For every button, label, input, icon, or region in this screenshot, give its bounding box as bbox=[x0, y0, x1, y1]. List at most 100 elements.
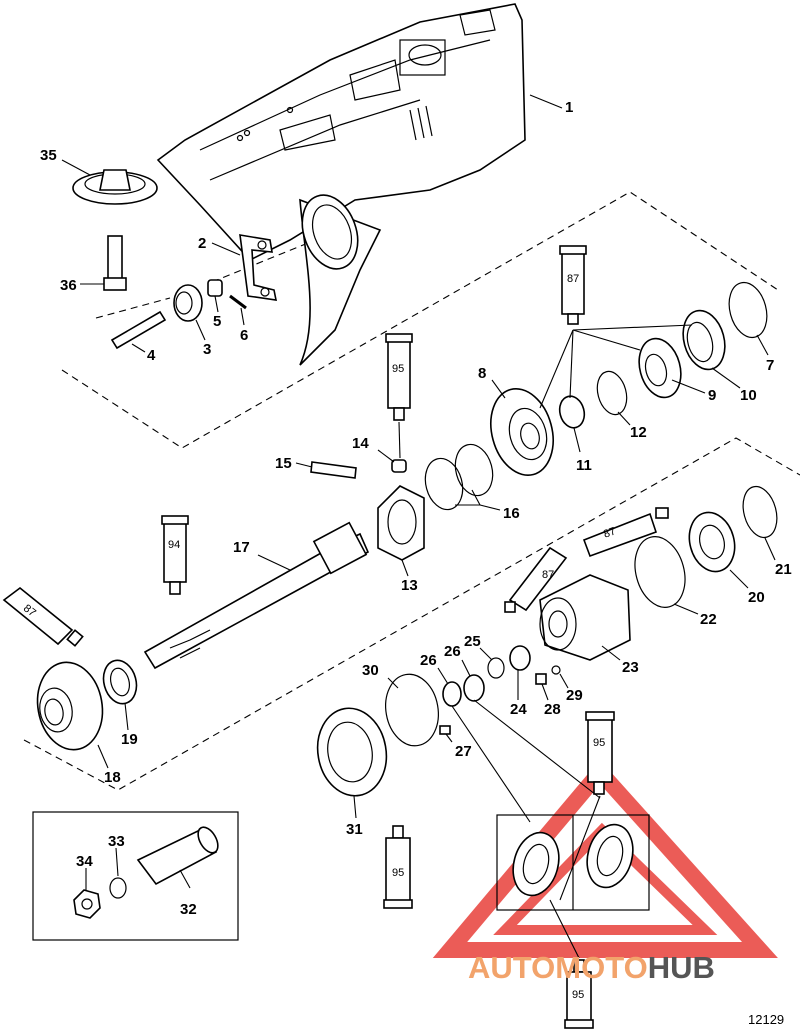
bushing-14 bbox=[377, 449, 407, 473]
callout-label: 31 bbox=[346, 821, 363, 838]
callout-label: 15 bbox=[275, 455, 292, 472]
callout-label: 28 bbox=[544, 701, 561, 718]
tube-label: 87 bbox=[542, 569, 554, 581]
reverse-gear-18 bbox=[36, 661, 109, 769]
forward-gear-8 bbox=[490, 379, 554, 477]
ring-21 bbox=[742, 485, 778, 561]
tube-label: 94 bbox=[168, 539, 180, 551]
tab-washer-30 bbox=[385, 673, 439, 747]
callout-label: 9 bbox=[708, 387, 716, 404]
clip-2 bbox=[211, 234, 278, 301]
seal-26-a bbox=[437, 667, 531, 823]
callout-label: 14 bbox=[352, 435, 369, 452]
tube-labels: 87 95 94 87 87 87 95 95 95 bbox=[21, 273, 618, 1001]
lubricant-tube-87-left bbox=[2, 586, 84, 647]
o-rings-16 bbox=[424, 443, 501, 511]
callout-label: 29 bbox=[566, 687, 583, 704]
callout-label: 34 bbox=[76, 853, 93, 870]
callout-label: 26 bbox=[420, 652, 437, 669]
lubricant-tube-87-right bbox=[582, 507, 669, 558]
cover-nut-31 bbox=[316, 707, 388, 819]
tube-label: 95 bbox=[392, 867, 404, 879]
assembly-guide-lines bbox=[23, 191, 800, 791]
tube-label: 87 bbox=[602, 525, 618, 540]
lubricant-tube-95-top bbox=[385, 333, 413, 459]
lubricant-tube-95-lower-right bbox=[559, 711, 615, 901]
watermark-text: AUTOMOTOHUB bbox=[468, 950, 715, 985]
callout-label: 4 bbox=[147, 347, 156, 364]
roller-bearing-11 bbox=[558, 395, 586, 453]
propeller-shaft-17 bbox=[143, 521, 370, 670]
callout-label: 21 bbox=[775, 561, 792, 578]
thrust-bearing-19 bbox=[102, 659, 138, 731]
bolt-36 bbox=[80, 235, 127, 291]
sleeve-5 bbox=[207, 279, 223, 313]
snap-ring-12 bbox=[596, 370, 631, 426]
gear-housing bbox=[156, 3, 563, 366]
tube-label: 95 bbox=[572, 989, 584, 1001]
lubricant-tube-95-lower-left bbox=[383, 825, 413, 909]
callout-label: 8 bbox=[478, 365, 486, 382]
washer-25 bbox=[479, 647, 505, 679]
figure-number: 12129 bbox=[748, 1012, 784, 1027]
callout-label: 33 bbox=[108, 833, 125, 850]
needle-bearing-24 bbox=[509, 645, 531, 700]
callout-label: 3 bbox=[203, 341, 211, 358]
screw-28 bbox=[535, 673, 549, 701]
callout-label: 24 bbox=[510, 701, 527, 718]
pin-6 bbox=[229, 294, 247, 326]
callout-label: 12 bbox=[630, 424, 647, 441]
callout-label: 16 bbox=[503, 505, 520, 522]
callout-label: 19 bbox=[121, 731, 138, 748]
bearing-carrier-23 bbox=[539, 574, 631, 661]
lubricant-tube-94 bbox=[161, 515, 189, 595]
anode-35 bbox=[61, 159, 158, 205]
tube-label: 87 bbox=[21, 602, 38, 619]
tapered-bearing-9 bbox=[638, 337, 706, 399]
watermark-hub: HUB bbox=[648, 950, 715, 985]
tube-label: 95 bbox=[593, 737, 605, 749]
callout-label: 17 bbox=[233, 539, 250, 556]
tube-label: 87 bbox=[567, 273, 579, 285]
callout-label: 2 bbox=[198, 235, 206, 252]
seal-detail-box bbox=[496, 814, 650, 911]
callout-label: 32 bbox=[180, 901, 197, 918]
callout-label: 18 bbox=[104, 769, 121, 786]
callout-label: 11 bbox=[576, 457, 592, 474]
callout-label: 22 bbox=[700, 611, 717, 628]
lubricant-tube-95-bottom bbox=[549, 899, 594, 1029]
bushing-3 bbox=[173, 284, 206, 341]
ring-7 bbox=[728, 281, 769, 356]
callout-label: 1 bbox=[565, 99, 573, 116]
shift-shaft-4 bbox=[110, 310, 167, 353]
washer-29 bbox=[551, 665, 569, 689]
watermark-moto: MOTO bbox=[555, 950, 647, 985]
key-27 bbox=[439, 725, 453, 743]
callout-label: 36 bbox=[60, 277, 77, 294]
lubricant-tube-87-middle bbox=[504, 546, 568, 613]
callout-labels: 1 2 3 4 5 6 7 8 9 10 11 12 13 14 15 16 1… bbox=[40, 99, 792, 918]
callout-label: 27 bbox=[455, 743, 472, 760]
callout-label: 35 bbox=[40, 147, 57, 164]
ball-bearing-20 bbox=[688, 511, 749, 589]
svg-text:AUTOMOTOHUB: AUTOMOTOHUB bbox=[468, 950, 715, 985]
seal-26-b bbox=[461, 659, 601, 799]
callout-label: 10 bbox=[740, 387, 757, 404]
cross-pin-15 bbox=[295, 461, 357, 479]
watermark-auto: AUTO bbox=[468, 950, 555, 985]
callout-label: 23 bbox=[622, 659, 639, 676]
callout-label: 6 bbox=[240, 327, 248, 344]
inset-box bbox=[32, 811, 239, 941]
tube-label: 95 bbox=[392, 363, 404, 375]
bearing-cup-10 bbox=[682, 309, 741, 389]
o-ring-22 bbox=[634, 536, 699, 615]
clutch-13 bbox=[377, 485, 425, 577]
callout-label: 13 bbox=[401, 577, 418, 594]
callout-label: 26 bbox=[444, 643, 461, 660]
callout-label: 7 bbox=[766, 357, 774, 374]
callout-label: 30 bbox=[362, 662, 379, 679]
callout-label: 5 bbox=[213, 313, 221, 330]
callout-label: 20 bbox=[748, 589, 765, 606]
